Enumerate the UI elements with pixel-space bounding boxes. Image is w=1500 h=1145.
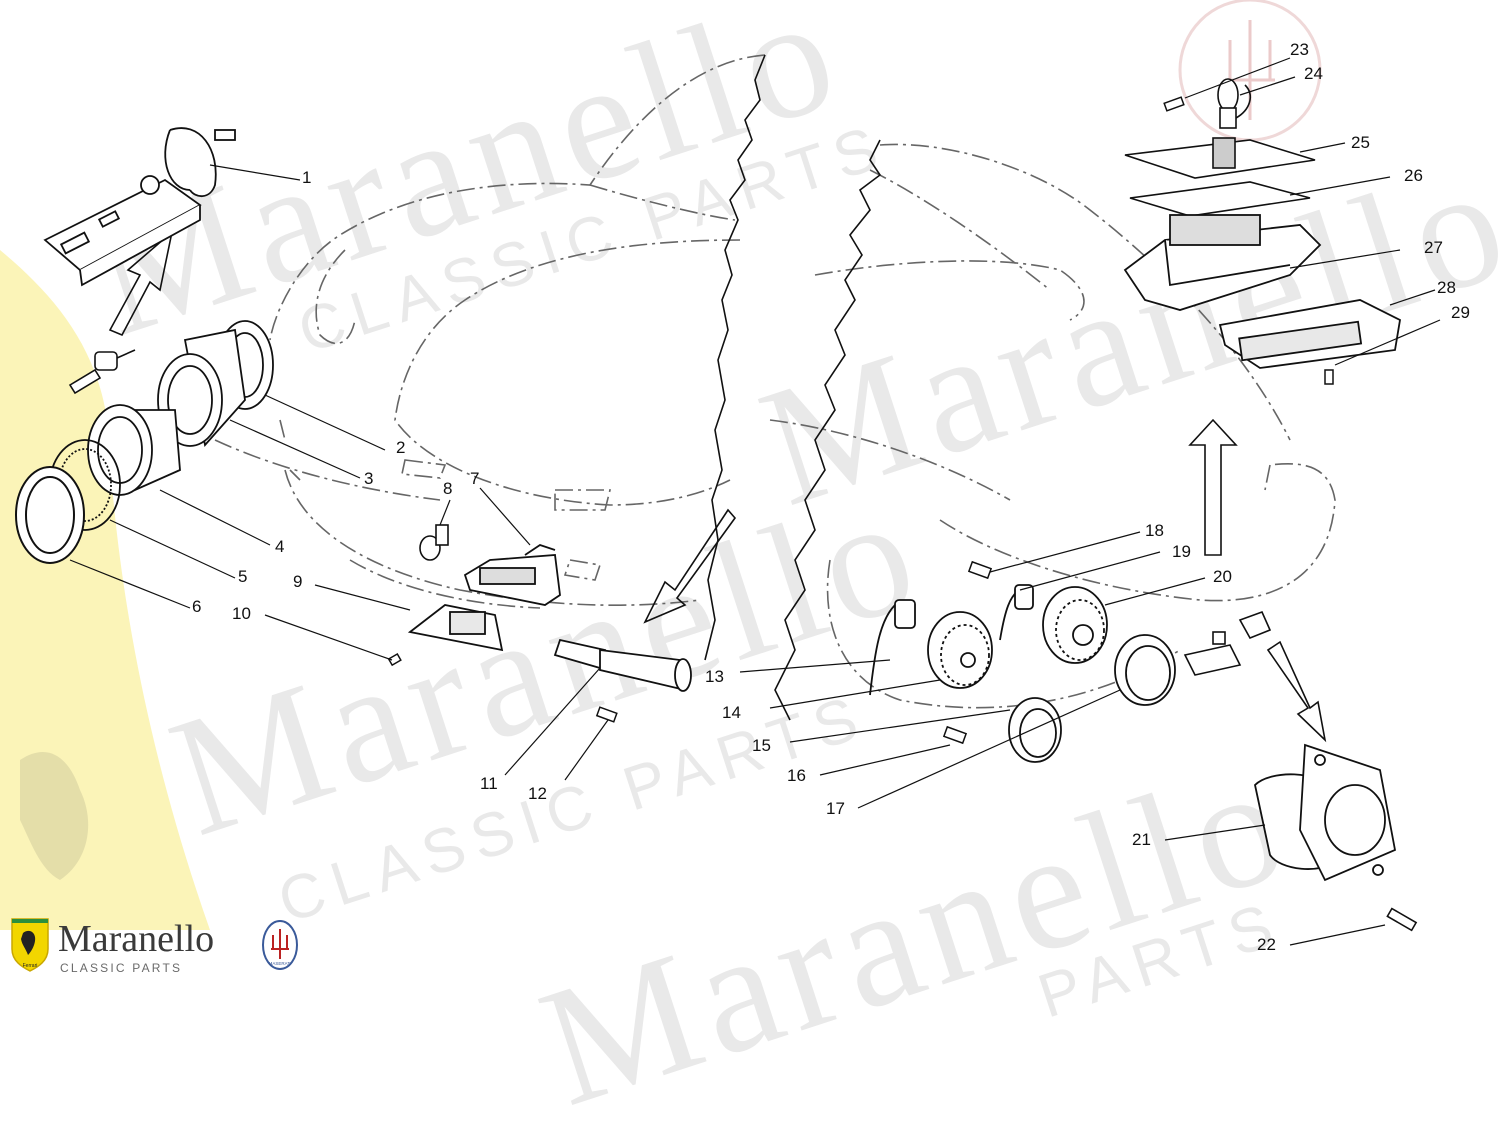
arrow-down-to-filler	[1266, 640, 1327, 743]
callout-25: 25	[1351, 133, 1370, 152]
part-headlamp-bulb	[68, 349, 136, 395]
callout-8: 8	[443, 479, 452, 498]
part-13-cable-left	[869, 599, 916, 696]
trident-watermark	[1225, 20, 1275, 120]
part-14-rear-lamp-left	[927, 611, 993, 689]
brand-name: Maranello	[58, 918, 215, 960]
callout-26: 26	[1404, 166, 1423, 185]
callout-7: 7	[470, 469, 479, 488]
arrow-up-to-plate-lamp	[1188, 418, 1238, 556]
part-10-lens-screw	[387, 653, 402, 667]
part-20-rear-lamp-right	[1042, 586, 1108, 664]
callout-19: 19	[1172, 542, 1191, 561]
part-21-fuel-filler	[1254, 743, 1397, 882]
callout-13: 13	[705, 667, 724, 686]
callout-14: 14	[722, 703, 741, 722]
part-3-headlamp-bowl	[157, 328, 246, 447]
part-29-screw	[1324, 369, 1334, 385]
callout-1: 1	[302, 168, 311, 187]
callout-22: 22	[1257, 935, 1276, 954]
callout-2: 2	[396, 438, 405, 457]
part-25-plate-gasket	[1124, 137, 1316, 179]
callout-21: 21	[1132, 830, 1151, 849]
arrow-front-to-rear	[643, 508, 737, 624]
callout-16: 16	[787, 766, 806, 785]
leader-lines	[69, 57, 1441, 946]
callout-4: 4	[275, 537, 284, 556]
rear-cut-line	[774, 139, 882, 721]
callout-numbers: 1 2 3 4 5 6 7 8 9 10 11 12 13 14 15 16 1…	[192, 40, 1470, 954]
callout-12: 12	[528, 784, 547, 803]
part-18-bulb	[967, 560, 993, 580]
callout-5: 5	[238, 567, 247, 586]
callout-28: 28	[1437, 278, 1456, 297]
maserati-badge-logo: MASERATI	[262, 920, 298, 970]
part-11-grommet	[553, 638, 692, 692]
part-8-side-lamp-bulb	[419, 524, 449, 561]
callout-15: 15	[752, 736, 771, 755]
callout-17: 17	[826, 799, 845, 818]
part-22-bolt	[1386, 907, 1418, 932]
part-27-lamp-housing	[1123, 214, 1322, 311]
part-6-headlamp-rim	[15, 466, 85, 564]
callout-24: 24	[1304, 64, 1323, 83]
exploded-parts-diagram: 1 2 3 4 5 6 7 8 9 10 11 12 13 14 15 16 1…	[15, 40, 1470, 954]
part-23-screw	[1163, 96, 1185, 112]
part-4-reflector	[87, 404, 181, 496]
part-19-cable-right	[999, 584, 1034, 641]
callout-27: 27	[1424, 238, 1443, 257]
part-17-lamp-ring-right	[1114, 634, 1176, 706]
part-1-bulb-holder	[43, 127, 236, 287]
callout-3: 3	[364, 469, 373, 488]
brand-footer: Ferrari Maranello CLASSIC PARTS MASERATI	[8, 913, 308, 975]
part-7-side-lamp-body	[463, 544, 561, 606]
part-16-bulb	[942, 725, 968, 745]
brand-tagline: CLASSIC PARTS	[60, 961, 183, 975]
callout-10: 10	[232, 604, 251, 623]
callout-11: 11	[480, 774, 498, 793]
callout-9: 9	[293, 572, 302, 591]
part-24-bulb	[1217, 78, 1252, 129]
plate-lamp-small-parts	[1183, 610, 1272, 676]
callout-18: 18	[1145, 521, 1164, 540]
part-28-lens-cover	[1218, 299, 1401, 369]
part-12-fuse	[595, 706, 618, 723]
shield-watermarks	[0, 0, 1322, 930]
part-9-side-lamp-lens	[407, 604, 504, 652]
svg-text:MASERATI: MASERATI	[269, 961, 292, 966]
ferrari-shield-logo: Ferrari	[11, 918, 49, 972]
rear-body-outline	[769, 143, 1336, 709]
callout-20: 20	[1213, 567, 1232, 586]
prancing-horse-watermark	[20, 751, 89, 880]
svg-text:Ferrari: Ferrari	[23, 963, 38, 969]
callout-23: 23	[1290, 40, 1309, 59]
front-body-outline	[214, 54, 766, 609]
callout-29: 29	[1451, 303, 1470, 322]
front-cut-line	[704, 54, 766, 661]
part-26-mount-plate	[1129, 181, 1311, 217]
part-15-lamp-ring-left	[1008, 697, 1062, 763]
arrow-headlamp-to-bulb	[108, 229, 174, 337]
callout-6: 6	[192, 597, 201, 616]
ferrari-shield-watermark	[0, 250, 210, 930]
